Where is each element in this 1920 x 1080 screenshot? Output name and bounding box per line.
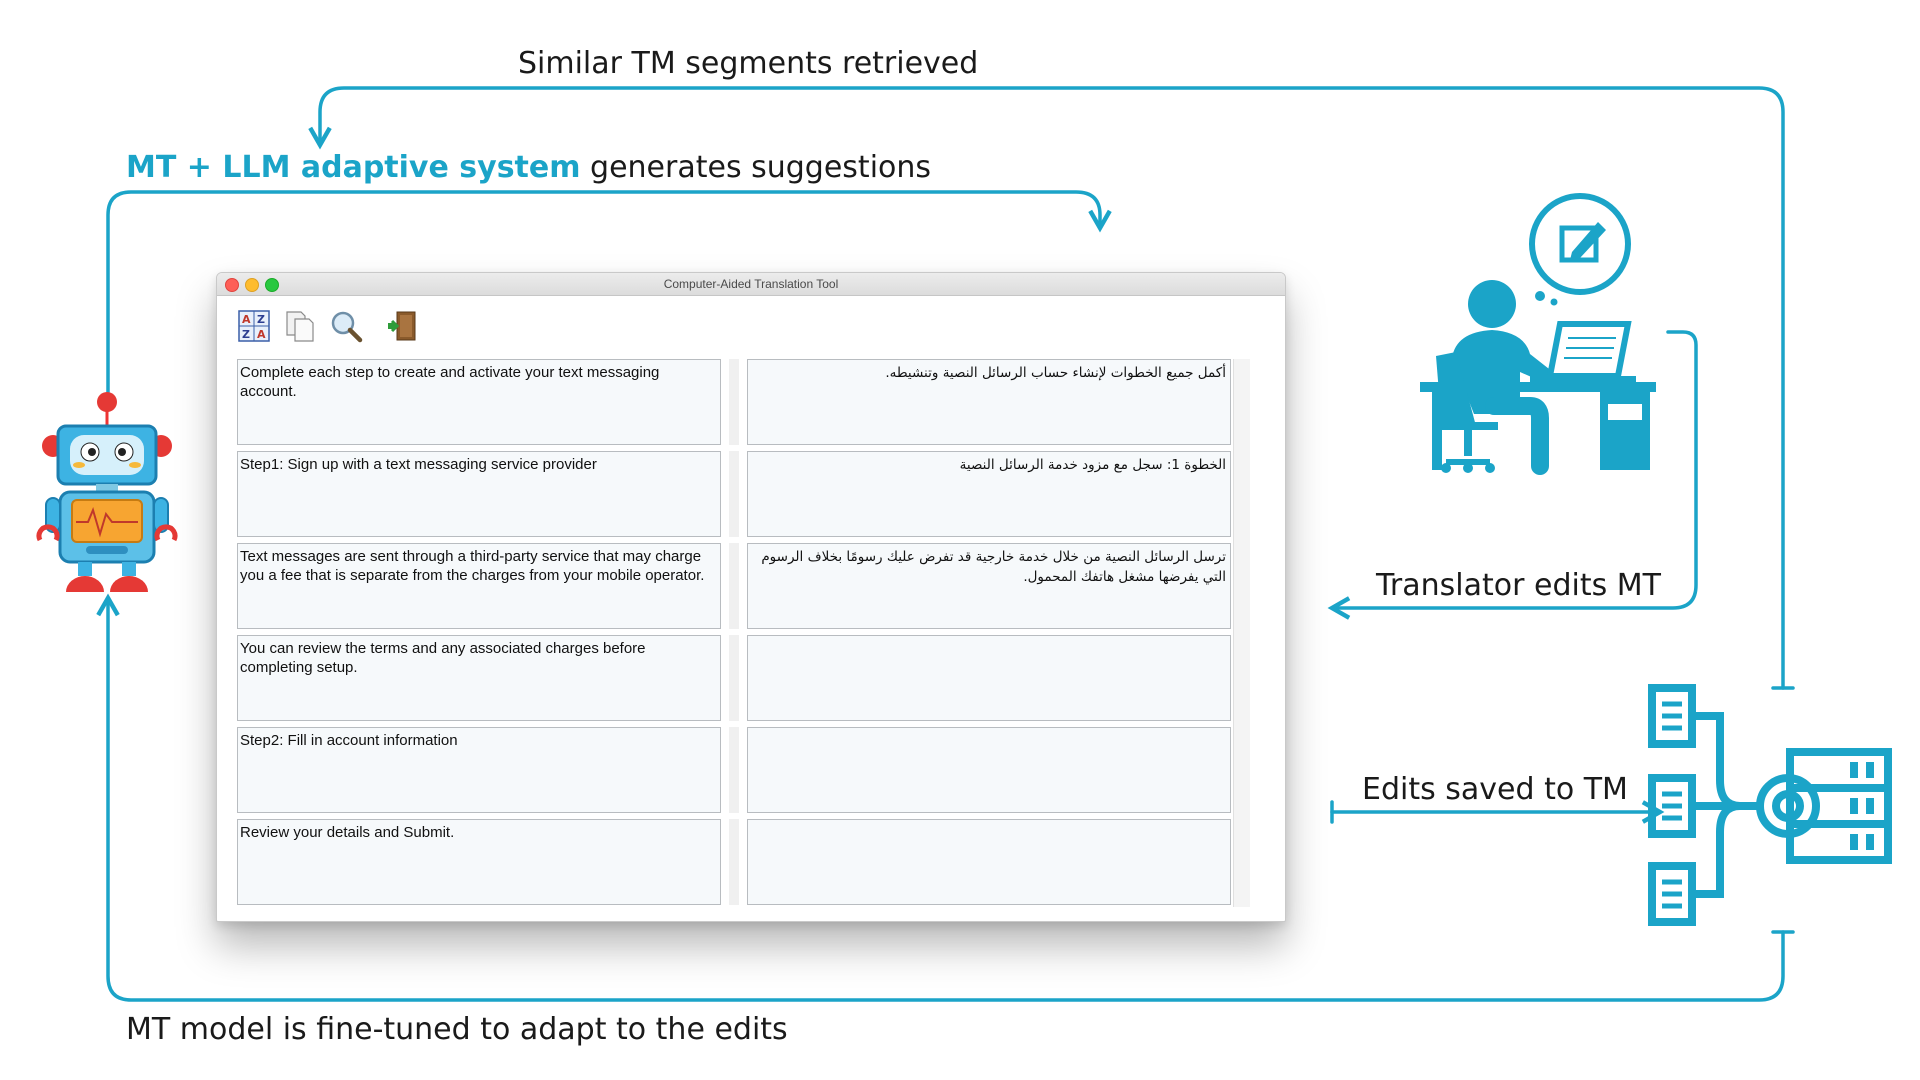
svg-text:A: A bbox=[242, 313, 251, 326]
window-titlebar: Computer-Aided Translation Tool bbox=[217, 273, 1285, 296]
translation-memory-server-icon bbox=[1648, 684, 1892, 926]
segment-divider bbox=[729, 451, 739, 537]
segment-divider bbox=[729, 727, 739, 813]
system-action: generates suggestions bbox=[580, 150, 932, 185]
segment-row: You can review the terms and any associa… bbox=[237, 635, 1247, 721]
arrow-system-to-window bbox=[106, 190, 1112, 394]
copy-icon[interactable] bbox=[283, 309, 317, 343]
svg-text:Z: Z bbox=[242, 328, 250, 341]
toolbar: A Z Z A bbox=[237, 309, 419, 345]
target-segment[interactable]: ترسل الرسائل النصية من خلال خدمة خارجية … bbox=[747, 543, 1231, 629]
segment-divider bbox=[729, 635, 739, 721]
segment-row: Complete each step to create and activat… bbox=[237, 359, 1247, 445]
source-segment[interactable]: Step1: Sign up with a text messaging ser… bbox=[237, 451, 721, 537]
vertical-scrollbar[interactable] bbox=[1233, 359, 1250, 907]
label-fine-tuned: MT model is fine-tuned to adapt to the e… bbox=[126, 1012, 788, 1047]
segment-row: Text messages are sent through a third-p… bbox=[237, 543, 1247, 629]
svg-text:Z: Z bbox=[257, 313, 265, 326]
label-translator-edits: Translator edits MT bbox=[1376, 568, 1661, 603]
target-segment[interactable] bbox=[747, 727, 1231, 813]
label-system-suggestions: MT + LLM adaptive system generates sugge… bbox=[126, 150, 931, 185]
window-title: Computer-Aided Translation Tool bbox=[663, 277, 839, 291]
target-segment[interactable] bbox=[747, 819, 1231, 905]
segment-row: Step1: Sign up with a text messaging ser… bbox=[237, 451, 1247, 537]
robot-icon bbox=[36, 392, 178, 592]
source-segment[interactable]: Complete each step to create and activat… bbox=[237, 359, 721, 445]
minimize-button[interactable] bbox=[245, 278, 259, 292]
segment-grid: Complete each step to create and activat… bbox=[237, 359, 1247, 907]
arrow-tm-to-system bbox=[308, 86, 1785, 690]
close-button[interactable] bbox=[225, 278, 239, 292]
segment-divider bbox=[729, 819, 739, 905]
svg-text:A: A bbox=[257, 328, 266, 341]
target-segment[interactable] bbox=[747, 635, 1231, 721]
cat-tool-window: Computer-Aided Translation Tool A Z Z A … bbox=[216, 272, 1286, 922]
segment-divider bbox=[729, 359, 739, 445]
label-tm-retrieved: Similar TM segments retrieved bbox=[518, 46, 979, 81]
source-segment[interactable]: You can review the terms and any associa… bbox=[237, 635, 721, 721]
label-edits-saved: Edits saved to TM bbox=[1362, 772, 1628, 807]
segment-row: Step2: Fill in account information bbox=[237, 727, 1247, 813]
target-segment[interactable]: الخطوة 1: سجل مع مزود خدمة الرسائل النصي… bbox=[747, 451, 1231, 537]
arrow-finetune bbox=[96, 593, 1785, 1002]
source-segment[interactable]: Text messages are sent through a third-p… bbox=[237, 543, 721, 629]
search-icon[interactable] bbox=[329, 309, 363, 343]
edit-bubble-icon bbox=[1529, 193, 1631, 306]
source-segment[interactable]: Review your details and Submit. bbox=[237, 819, 721, 905]
segment-row: Review your details and Submit. bbox=[237, 819, 1247, 905]
translator-at-desk-icon bbox=[1420, 193, 1656, 475]
sort-az-icon[interactable]: A Z Z A bbox=[237, 309, 271, 343]
exit-door-icon[interactable] bbox=[385, 309, 419, 343]
system-name: MT + LLM adaptive system bbox=[126, 150, 581, 185]
target-segment[interactable]: أكمل جميع الخطوات لإنشاء حساب الرسائل ال… bbox=[747, 359, 1231, 445]
segment-divider bbox=[729, 543, 739, 629]
zoom-button[interactable] bbox=[265, 278, 279, 292]
source-segment[interactable]: Step2: Fill in account information bbox=[237, 727, 721, 813]
arrow-translator-edits bbox=[1327, 330, 1698, 620]
